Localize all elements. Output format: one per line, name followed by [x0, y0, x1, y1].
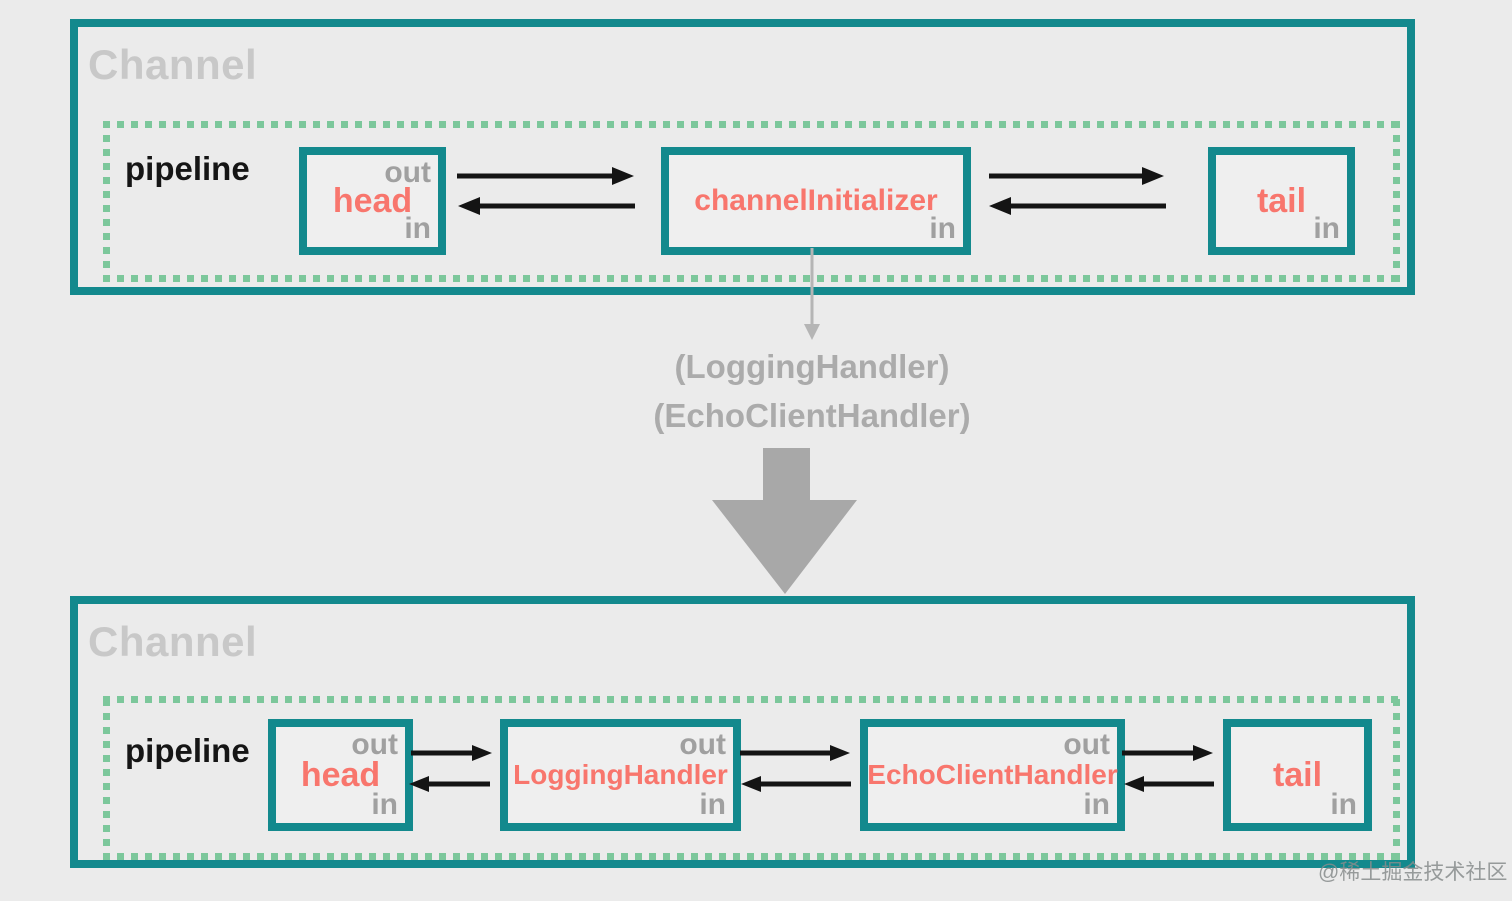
bottom-channel-title: Channel [88, 618, 258, 665]
handler-echo-client-handler: out EchoClientHandler in [860, 719, 1125, 831]
handler-name: EchoClientHandler [867, 759, 1118, 790]
handler-channel-initializer: channelInitializer in [661, 147, 971, 255]
handler-head-bottom: out head in [268, 719, 413, 831]
out-label: out [351, 728, 398, 761]
top-channel-box: Channel pipeline out head in channelInit… [70, 19, 1415, 295]
in-label: in [1330, 788, 1357, 821]
initializer-expansion-note: (LoggingHandler) (EchoClientHandler) [653, 342, 970, 440]
handler-tail-bottom: tail in [1223, 719, 1372, 831]
in-label: in [404, 212, 431, 245]
handler-name: head [300, 755, 381, 794]
handler-name: LoggingHandler [513, 759, 728, 790]
note-line-logging-handler: (LoggingHandler) [674, 348, 950, 385]
in-label: in [371, 788, 398, 821]
handler-head-top: out head in [299, 147, 446, 255]
handler-name: channelInitializer [694, 184, 938, 217]
handler-logging-handler: out LoggingHandler in [500, 719, 741, 831]
bottom-channel-box: Channel pipeline out head in out Logging… [70, 596, 1415, 868]
block-arrow-down-icon [712, 448, 857, 594]
bottom-pipeline-box: pipeline out head in out LoggingHandler … [103, 696, 1400, 860]
handler-name: tail [1256, 181, 1307, 220]
note-line-echo-client-handler: (EchoClientHandler) [653, 397, 971, 434]
handler-tail-top: tail in [1208, 147, 1355, 255]
handler-name: head [332, 181, 413, 220]
in-label: in [929, 212, 956, 245]
out-label: out [679, 728, 726, 761]
handler-name: tail [1272, 755, 1323, 794]
out-label: out [384, 156, 431, 189]
top-pipeline-box: pipeline out head in channelInitializer … [103, 121, 1400, 282]
in-label: in [1083, 788, 1110, 821]
top-channel-title: Channel [88, 41, 258, 88]
watermark: @稀土掘金技术社区 [1318, 861, 1508, 884]
in-label: in [1313, 212, 1340, 245]
top-pipeline-label: pipeline [125, 150, 250, 187]
out-label: out [1063, 728, 1110, 761]
bottom-pipeline-label: pipeline [125, 732, 250, 769]
in-label: in [699, 788, 726, 821]
